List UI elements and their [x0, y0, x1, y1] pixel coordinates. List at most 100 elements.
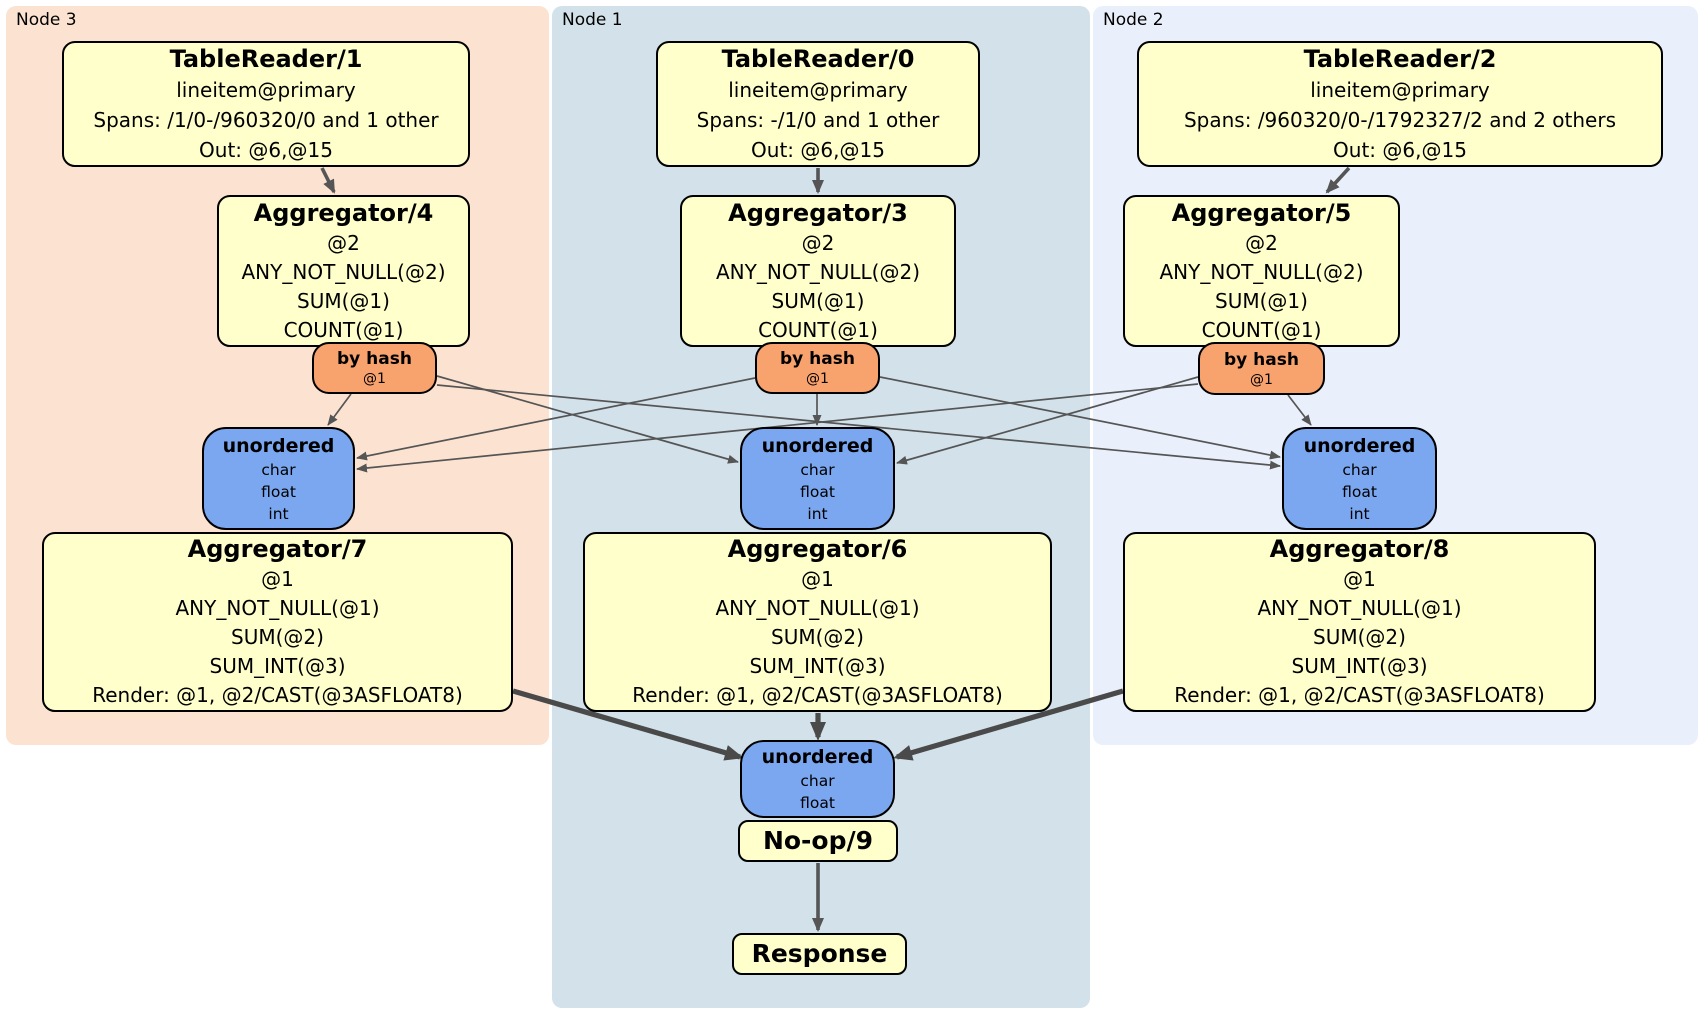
processor-detail: Spans: -/1/0 and 1 other [696, 108, 940, 132]
processor-detail: COUNT(@1) [758, 317, 878, 342]
edge-agg8-final [893, 688, 1124, 761]
processor-detail: ANY_NOT_NULL(@1) [1257, 596, 1462, 620]
processor-detail: SUM_INT(@3) [749, 654, 886, 678]
sync-title: unordered [761, 434, 874, 457]
edge-r3-s2 [436, 384, 1281, 470]
sync-column: char [800, 460, 835, 479]
processor-detail: ANY_NOT_NULL(@2) [241, 259, 446, 284]
hash-router-box: by hash @1 [755, 342, 880, 394]
processor-detail: @1 [261, 567, 294, 591]
processor-title: Aggregator/5 [1171, 198, 1352, 227]
processor-detail: @1 [1343, 567, 1376, 591]
aggregator-box: Aggregator/6 @1 ANY_NOT_NULL(@1) SUM(@2)… [583, 532, 1052, 712]
aggregator-box: Aggregator/5 @2 ANY_NOT_NULL(@2) SUM(@1)… [1123, 195, 1400, 347]
sync-title: unordered [761, 746, 874, 768]
table-reader-box: TableReader/1 lineitem@primary Spans: /1… [62, 41, 470, 167]
aggregator-box: Aggregator/4 @2 ANY_NOT_NULL(@2) SUM(@1)… [217, 195, 470, 347]
processor-detail: lineitem@primary [1310, 78, 1490, 102]
processor-detail: SUM(@2) [1313, 625, 1406, 649]
table-reader-box: TableReader/0 lineitem@primary Spans: -/… [656, 41, 980, 167]
sync-column: char [1342, 460, 1377, 479]
aggregator-box: Aggregator/3 @2 ANY_NOT_NULL(@2) SUM(@1)… [680, 195, 956, 347]
processor-detail: ANY_NOT_NULL(@2) [1159, 259, 1364, 284]
processor-detail: lineitem@primary [176, 78, 356, 102]
processor-detail: SUM_INT(@3) [209, 654, 346, 678]
processor-detail: @2 [327, 230, 360, 255]
processor-title: No-op/9 [762, 826, 874, 855]
processor-detail: ANY_NOT_NULL(@1) [715, 596, 920, 620]
processor-detail: @1 [801, 567, 834, 591]
processor-detail: Render: @1, @2/CAST(@3ASFLOAT8) [92, 683, 463, 707]
processor-title: TableReader/1 [169, 45, 363, 73]
processor-detail: ANY_NOT_NULL(@1) [175, 596, 380, 620]
sync-column: int [1349, 504, 1370, 523]
processor-detail: Out: @6,@15 [751, 138, 885, 162]
sync-column: float [800, 794, 835, 812]
final-sync-box: unordered char float [740, 740, 895, 818]
sync-column: char [800, 772, 835, 790]
edge-agg7-final [512, 688, 744, 761]
processor-title: Aggregator/6 [727, 535, 908, 563]
node2-label: Node 2 [1103, 10, 1164, 30]
processor-detail: Spans: /1/0-/960320/0 and 1 other [93, 108, 439, 132]
sync-title: unordered [222, 434, 335, 457]
router-title: by hash [780, 349, 855, 369]
hash-router-box: by hash @1 [312, 342, 437, 394]
processor-title: Aggregator/4 [253, 198, 434, 227]
aggregator-box: Aggregator/8 @1 ANY_NOT_NULL(@1) SUM(@2)… [1123, 532, 1596, 712]
node1-label: Node 1 [562, 10, 623, 30]
processor-detail: @2 [1245, 230, 1278, 255]
router-title: by hash [1224, 349, 1299, 370]
sync-box: unordered char float int [740, 427, 895, 530]
edge-r2-s2 [1287, 394, 1312, 426]
processor-title: TableReader/0 [721, 45, 915, 73]
processor-detail: ANY_NOT_NULL(@2) [716, 259, 920, 284]
processor-detail: SUM(@1) [771, 288, 865, 313]
processor-title: TableReader/2 [1303, 45, 1497, 73]
router-key: @1 [363, 371, 386, 387]
aggregator-box: Aggregator/7 @1 ANY_NOT_NULL(@1) SUM(@2)… [42, 532, 513, 712]
processor-title: Aggregator/8 [1269, 535, 1450, 563]
sync-box: unordered char float int [202, 427, 355, 530]
sync-column: int [268, 504, 289, 523]
hash-router-box: by hash @1 [1198, 342, 1325, 395]
edge-r2-s3 [356, 383, 1199, 473]
router-key: @1 [806, 371, 829, 387]
processor-detail: SUM(@1) [1215, 288, 1308, 313]
processor-detail: SUM(@2) [771, 625, 864, 649]
router-title: by hash [337, 349, 412, 369]
edge-tr1-agg4 [320, 167, 336, 194]
processor-detail: Spans: /960320/0-/1792327/2 and 2 others [1183, 108, 1616, 132]
processor-detail: SUM(@2) [231, 625, 324, 649]
processor-title: Response [751, 939, 888, 968]
sync-box: unordered char float int [1282, 427, 1437, 530]
sync-column: float [261, 482, 296, 501]
processor-detail: Render: @1, @2/CAST(@3ASFLOAT8) [1174, 683, 1545, 707]
edge-r3-s3 [327, 393, 352, 426]
processor-detail: COUNT(@1) [283, 317, 404, 342]
processor-title: Aggregator/7 [187, 535, 368, 563]
processor-detail: Out: @6,@15 [1333, 138, 1467, 162]
sync-column: int [807, 504, 828, 523]
table-reader-box: TableReader/2 lineitem@primary Spans: /9… [1137, 41, 1663, 167]
processor-detail: lineitem@primary [728, 78, 908, 102]
processor-detail: Out: @6,@15 [199, 138, 333, 162]
processor-detail: @2 [801, 230, 835, 255]
sync-column: float [800, 482, 835, 501]
router-key: @1 [1250, 371, 1273, 388]
sync-column: float [1342, 482, 1377, 501]
edge-r1-s3 [356, 377, 756, 461]
processor-detail: SUM(@1) [297, 288, 390, 313]
sync-column: char [261, 460, 296, 479]
edge-tr2-agg5 [1325, 166, 1351, 194]
processor-title: Aggregator/3 [728, 198, 908, 227]
edge-r1-s2 [879, 376, 1281, 460]
response-box: Response [732, 933, 907, 975]
noop-box: No-op/9 [738, 820, 898, 862]
processor-detail: SUM_INT(@3) [1291, 654, 1428, 678]
edge-r2-s1 [896, 376, 1199, 465]
node3-label: Node 3 [16, 10, 77, 30]
sync-title: unordered [1303, 434, 1416, 457]
